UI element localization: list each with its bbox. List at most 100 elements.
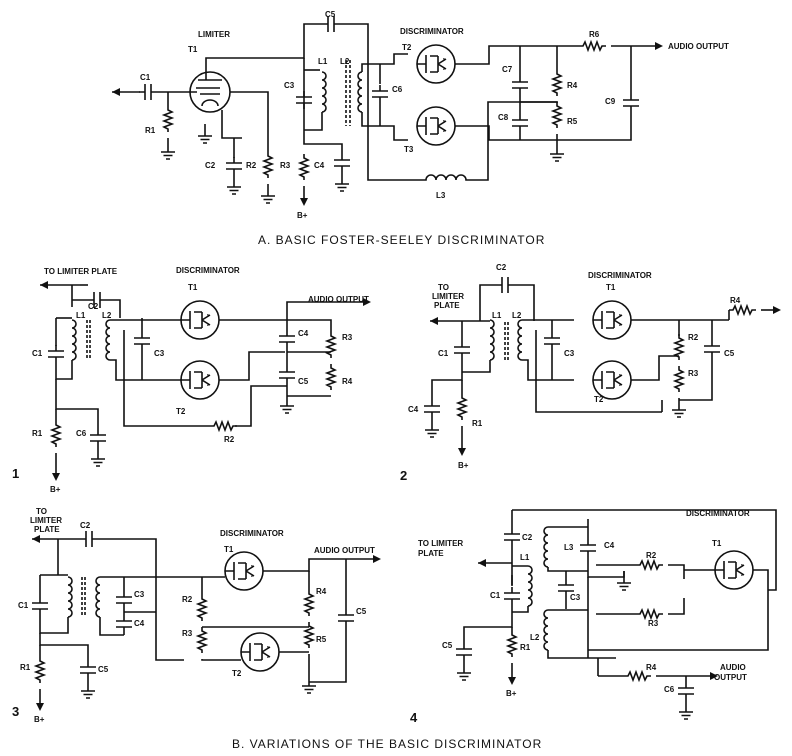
v2-r3-label: R3 [688,369,699,378]
v4-audio-label: AUDIO [720,663,746,672]
discriminator-label: DISCRIMINATOR [400,27,464,36]
bplus-label: B+ [297,211,308,220]
c6-label: C6 [392,85,403,94]
c4-label: C4 [314,161,325,170]
v2-c2-label: C2 [496,263,507,272]
v3-audio-output-label: AUDIO OUTPUT [314,546,375,555]
v4-number: 4 [410,710,418,725]
v2-l1-label: L1 [492,311,502,320]
v4-plate-label: PLATE [418,549,444,558]
v2-c5-label: C5 [724,349,735,358]
v1-c1-label: C1 [32,349,43,358]
t1-label: T1 [188,45,198,54]
v4-r3-label: R3 [648,619,659,628]
caption-b: B. VARIATIONS OF THE BASIC DISCRIMINATOR [232,737,542,751]
variant-4-schematic: TO LIMITER PLATE DISCRIMINATOR C2 L1 L3 … [410,509,777,725]
r3-label: R3 [280,161,291,170]
v3-c1-label: C1 [18,601,29,610]
v3-c2-label: C2 [80,521,91,530]
r5-label: R5 [567,117,578,126]
v4-to-limiter-label: TO LIMITER [418,539,463,548]
v4-l1-label: L1 [520,553,530,562]
v1-l1-label: L1 [76,311,86,320]
l2-label: L2 [340,57,350,66]
v4-r2-label: R2 [646,551,657,560]
v3-bplus-label: B+ [34,715,45,724]
v3-t2-label: T2 [232,669,242,678]
audio-output-label: AUDIO OUTPUT [668,42,729,51]
v1-c3-label: C3 [154,349,165,358]
r4-label: R4 [567,81,578,90]
c7-label: C7 [502,65,513,74]
v4-r4-label: R4 [646,663,657,672]
v3-c5-right-label: C5 [356,607,367,616]
v1-t2-label: T2 [176,407,186,416]
v2-discriminator-label: DISCRIMINATOR [588,271,652,280]
v1-discriminator-label: DISCRIMINATOR [176,266,240,275]
c1-label: C1 [140,73,151,82]
t2-label: T2 [402,43,412,52]
diagram-a-basic-foster-seeley: LIMITER T1 DISCRIMINATOR T2 T3 AUDIO OUT… [112,10,729,247]
v3-number: 3 [12,704,19,719]
v2-number: 2 [400,468,407,483]
v3-limiter-label: LIMITER [30,516,62,525]
variant-3-schematic: TO LIMITER PLATE C2 DISCRIMINATOR T1 T2 … [12,507,381,724]
v1-to-limiter-label: TO LIMITER PLATE [44,267,118,276]
variant-1-schematic: TO LIMITER PLATE DISCRIMINATOR T1 T2 AUD… [12,266,371,494]
v3-r5-label: R5 [316,635,327,644]
v1-c6-label: C6 [76,429,87,438]
v2-c4-label: C4 [408,405,419,414]
v4-c2-label: C2 [522,533,533,542]
v3-r4-label: R4 [316,587,327,596]
v3-c4-label: C4 [134,619,145,628]
r2-label: R2 [246,161,257,170]
c8-label: C8 [498,113,509,122]
v2-c3-label: C3 [564,349,575,358]
r6-label: R6 [589,30,600,39]
r1-label: R1 [145,126,156,135]
v4-c5-label: C5 [442,641,453,650]
v4-t1-label: T1 [712,539,722,548]
limiter-label: LIMITER [198,30,230,39]
v4-l2-label: L2 [530,633,540,642]
v2-bplus-label: B+ [458,461,469,470]
v4-c1-label: C1 [490,591,501,600]
v3-plate-label: PLATE [34,525,60,534]
v4-discriminator-label: DISCRIMINATOR [686,509,750,518]
t3-label: T3 [404,145,414,154]
v3-c3-label: C3 [134,590,145,599]
v2-r2-label: R2 [688,333,699,342]
v1-audio-output-label: AUDIO OUTPUT [308,295,369,304]
v3-r3-label: R3 [182,629,193,638]
v2-t1-label: T1 [606,283,616,292]
v4-c6-label: C6 [664,685,675,694]
v4-c4-label: C4 [604,541,615,550]
v1-r3-label: R3 [342,333,353,342]
c2-label: C2 [205,161,216,170]
v3-r1-label: R1 [20,663,31,672]
v2-plate-label: PLATE [434,301,460,310]
v4-r1-label: R1 [520,643,531,652]
c3-label: C3 [284,81,295,90]
v1-bplus-label: B+ [50,485,61,494]
v1-number: 1 [12,466,19,481]
v2-t2-label: T2 [594,395,604,404]
v1-r2-label: R2 [224,435,235,444]
v4-l3-label: L3 [564,543,574,552]
v4-c3-label: C3 [570,593,581,602]
v4-bplus-label: B+ [506,689,517,698]
v2-l2-label: L2 [512,311,522,320]
v3-c5-left-label: C5 [98,665,109,674]
v1-c5-label: C5 [298,377,309,386]
v3-r2-label: R2 [182,595,193,604]
v2-r4-label: R4 [730,296,741,305]
v1-c2-label: C2 [88,302,99,311]
c9-label: C9 [605,97,616,106]
v1-r4-label: R4 [342,377,353,386]
l3-label: L3 [436,191,446,200]
v1-t1-label: T1 [188,283,198,292]
variant-2-schematic: C2 TO LIMITER PLATE DISCRIMINATOR T1 T2 … [400,263,781,483]
caption-a: A. BASIC FOSTER-SEELEY DISCRIMINATOR [258,233,545,247]
c5-label: C5 [325,10,336,19]
